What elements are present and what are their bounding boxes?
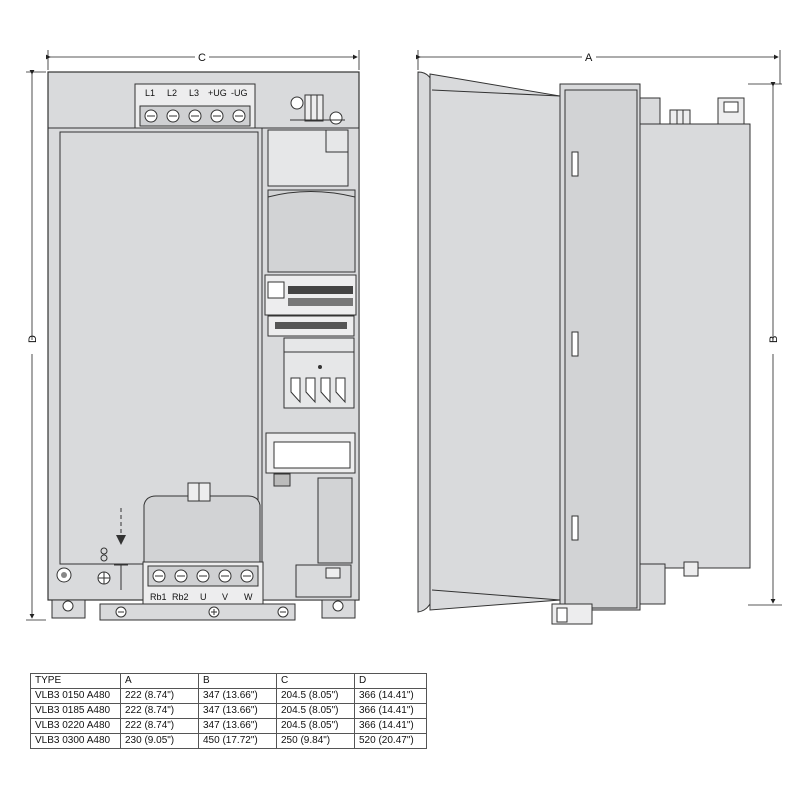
- terminal-label-l1: L1: [145, 88, 155, 98]
- table-cell: 250 (9.84"): [276, 733, 355, 749]
- dimension-label-d: D: [27, 335, 39, 343]
- bottom-cover-flap: [143, 495, 261, 565]
- table-cell: 347 (13.66"): [198, 703, 277, 719]
- bottom-terminal-screws: [152, 569, 254, 583]
- table-cell: 230 (9.05"): [120, 733, 199, 749]
- ground-icon: [97, 547, 111, 585]
- table-header-b: B: [198, 673, 277, 689]
- table-cell: VLB3 0185 A480: [30, 703, 121, 719]
- table-cell: 204.5 (8.05"): [276, 718, 355, 734]
- table-cell: 222 (8.74"): [120, 703, 199, 719]
- slot-pins: [290, 377, 346, 404]
- table-cell: 222 (8.74"): [120, 718, 199, 734]
- table-cell: 204.5 (8.05"): [276, 703, 355, 719]
- table-cell: 366 (14.41"): [354, 718, 427, 734]
- side-view: [417, 71, 751, 625]
- top-right-connector: [290, 94, 345, 125]
- terminal-label-v: V: [222, 592, 228, 602]
- terminal-label-l3: L3: [189, 88, 199, 98]
- terminal-label-w: W: [244, 592, 253, 602]
- dimension-label-a: A: [585, 52, 593, 64]
- dimension-table: TYPE A B C D VLB3 0150 A480 222 (8.74") …: [30, 673, 427, 749]
- terminal-label-plus-ug: +UG: [208, 88, 227, 98]
- dimension-label-b: B: [768, 336, 780, 343]
- table-header-d: D: [354, 673, 427, 689]
- terminal-label-rb2: Rb2: [172, 592, 189, 602]
- table-cell: 204.5 (8.05"): [276, 688, 355, 704]
- heatsink-cover: [59, 131, 259, 565]
- table-row: VLB3 0300 A480 230 (9.05") 450 (17.72") …: [30, 733, 427, 749]
- table-cell: VLB3 0220 A480: [30, 718, 121, 734]
- table-cell: 347 (13.66"): [198, 688, 277, 704]
- table-cell: 366 (14.41"): [354, 688, 427, 704]
- front-view: L1 L2 L3 +UG -UG: [47, 71, 360, 621]
- terminal-label-u: U: [200, 592, 207, 602]
- table-cell: 222 (8.74"): [120, 688, 199, 704]
- table-cell: 347 (13.66"): [198, 718, 277, 734]
- side-connectors: [669, 97, 745, 577]
- terminal-label-rb1: Rb1: [150, 592, 167, 602]
- dimension-label-c: C: [198, 52, 206, 64]
- control-terminal-strip: [264, 274, 357, 337]
- table-header-c: C: [276, 673, 355, 689]
- table-header-a: A: [120, 673, 199, 689]
- top-terminal-screws: [144, 109, 246, 123]
- terminal-label-minus-ug: -UG: [231, 88, 248, 98]
- side-slots: [571, 151, 579, 541]
- dimension-drawing: L1 L2 L3 +UG -UG: [25, 50, 782, 625]
- table-row: VLB3 0150 A480 222 (8.74") 347 (13.66") …: [30, 688, 427, 704]
- table-cell: 450 (17.72"): [198, 733, 277, 749]
- table-row: VLB3 0220 A480 222 (8.74") 347 (13.66") …: [30, 718, 427, 734]
- table-row: VLB3 0185 A480 222 (8.74") 347 (13.66") …: [30, 703, 427, 719]
- table-cell: VLB3 0300 A480: [30, 733, 121, 749]
- table-cell: VLB3 0150 A480: [30, 688, 121, 704]
- table-cell: 366 (14.41"): [354, 703, 427, 719]
- table-header-row: TYPE A B C D: [30, 673, 427, 689]
- table-header-type: TYPE: [30, 673, 121, 689]
- terminal-label-l2: L2: [167, 88, 177, 98]
- table-cell: 520 (20.47"): [354, 733, 427, 749]
